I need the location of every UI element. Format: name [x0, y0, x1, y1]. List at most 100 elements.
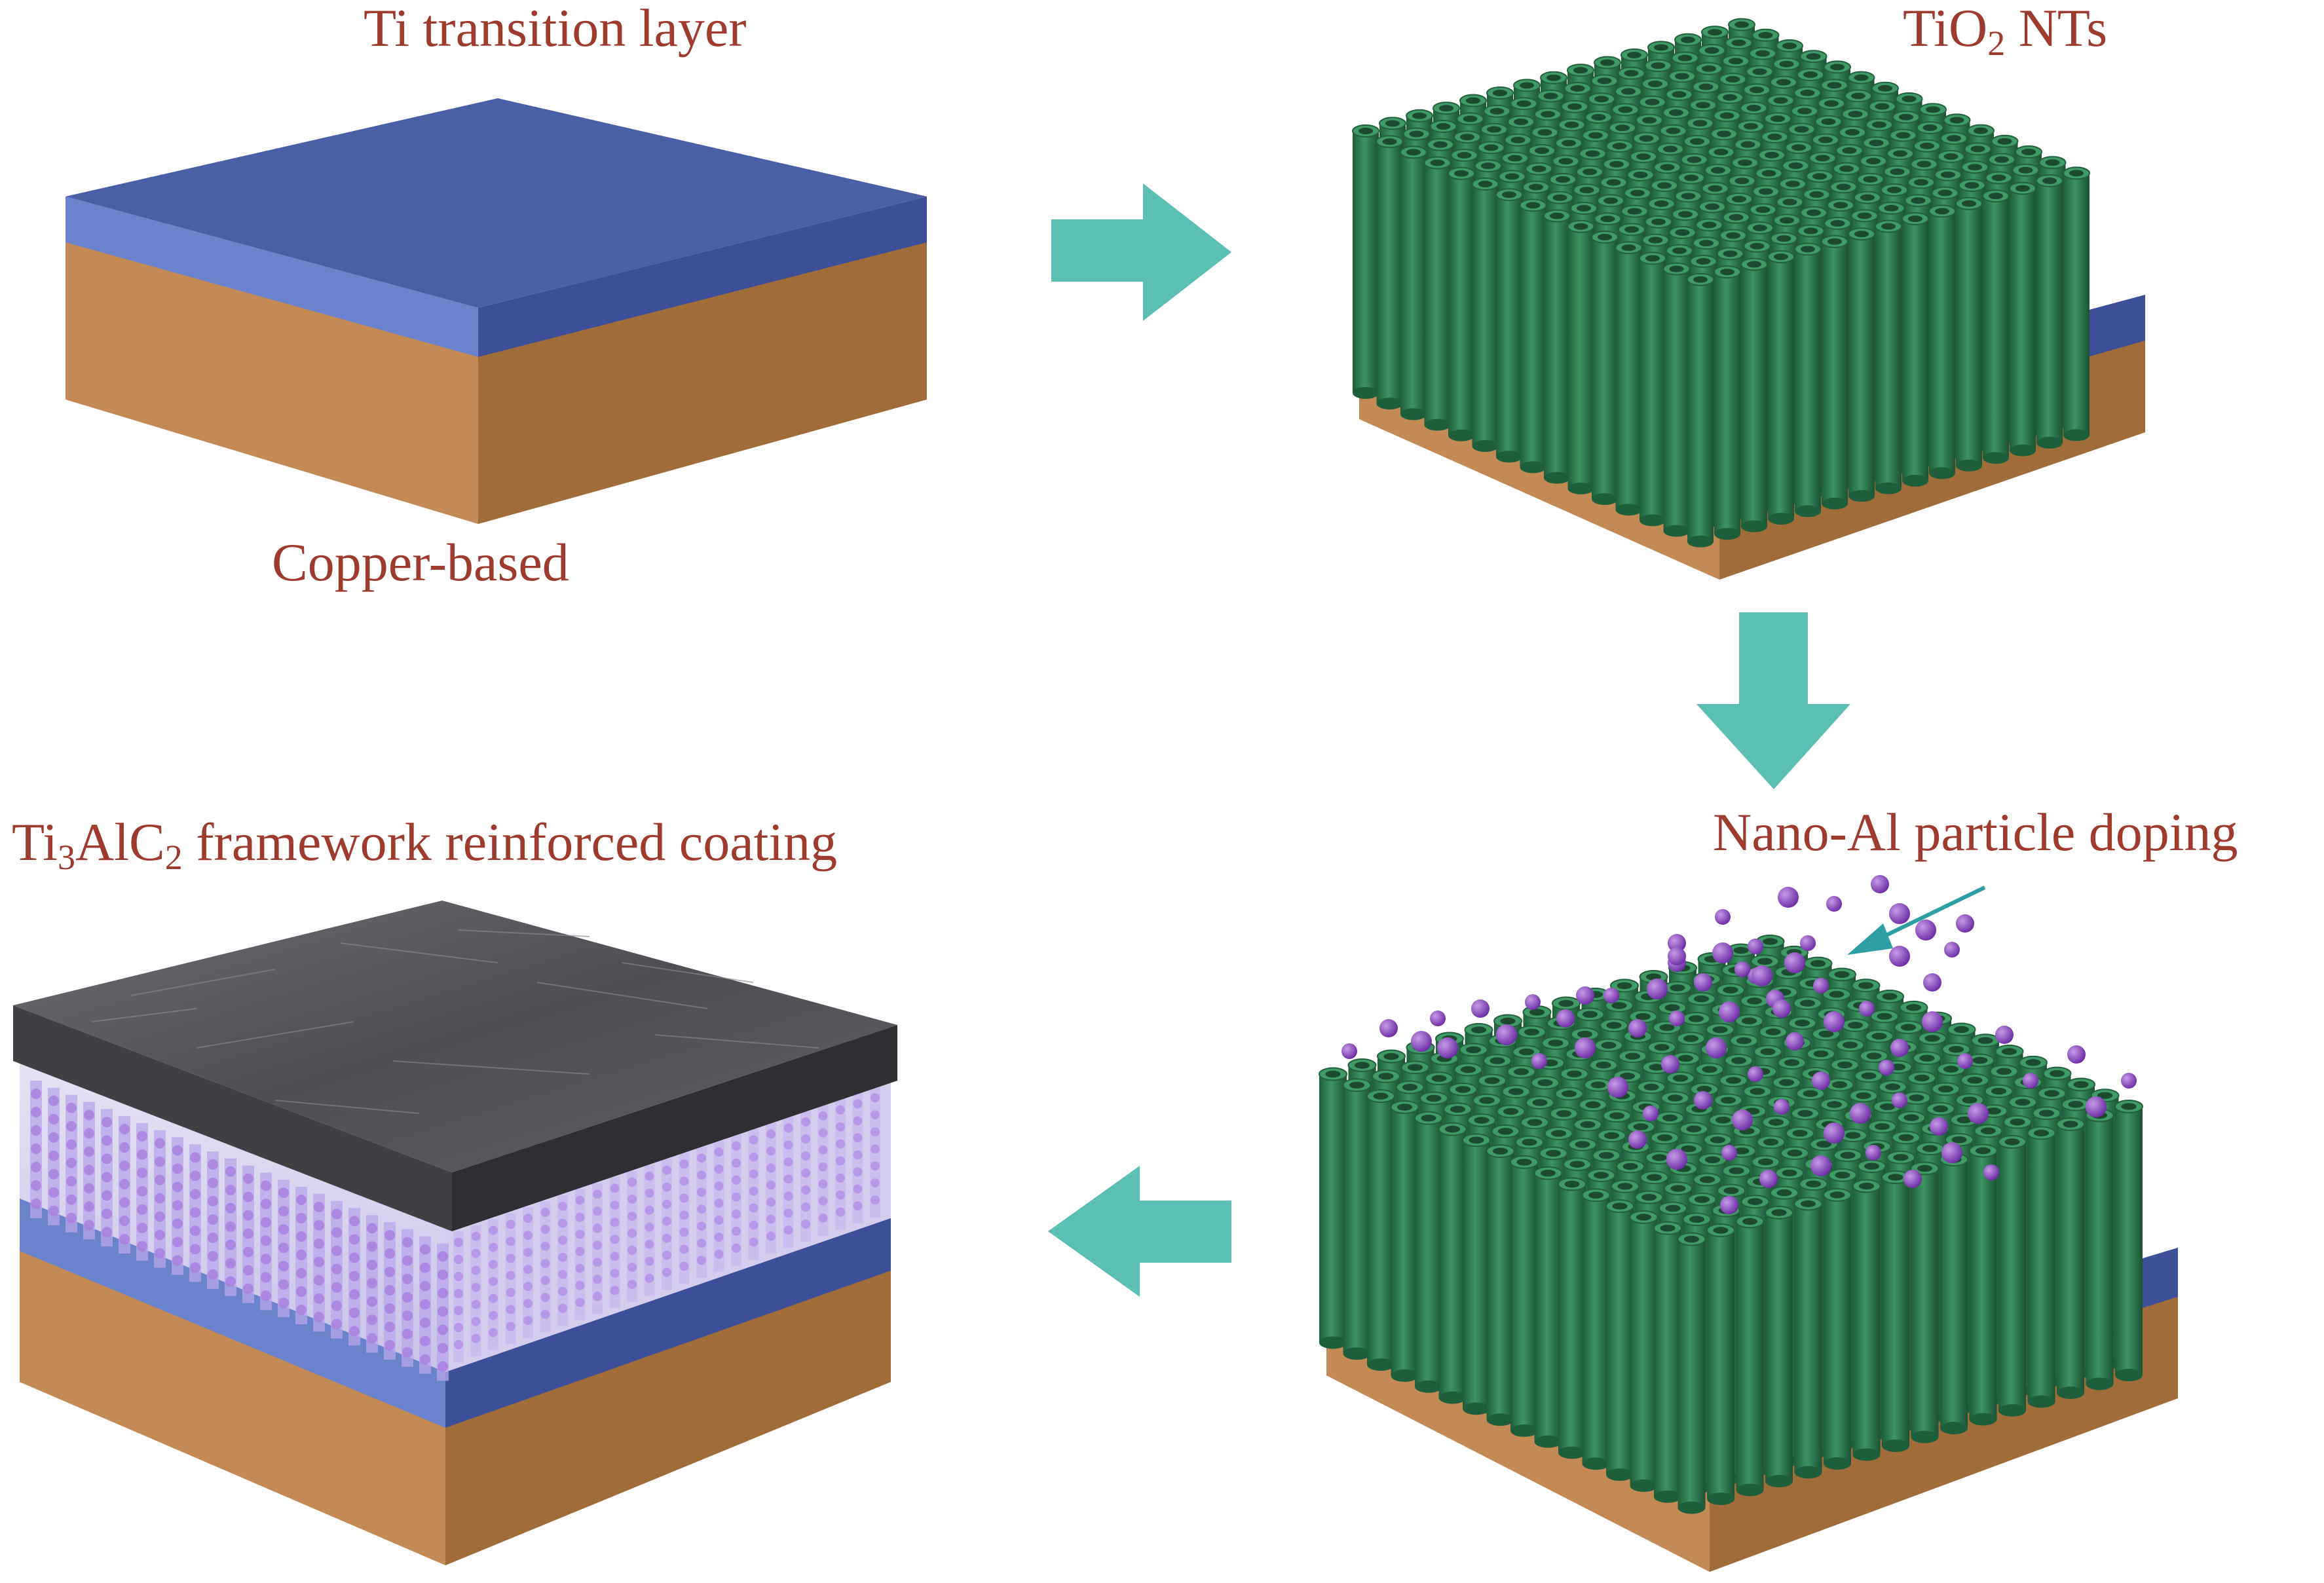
framework-bead	[871, 1195, 880, 1205]
framework-bead	[749, 1220, 759, 1230]
nanotube-base	[1567, 482, 1594, 494]
framework-bead	[697, 1238, 706, 1248]
framework-bead	[714, 1250, 724, 1259]
nanotube-base	[1496, 451, 1522, 463]
framework-bead	[645, 1239, 654, 1249]
label-ti3alc2-coating: Ti3AlC2 framework reinforced coating	[12, 812, 837, 876]
nanotube-opening	[1830, 64, 1845, 71]
al-particle	[1720, 1196, 1738, 1214]
al-particle	[1915, 920, 1936, 940]
nanotube-opening	[1702, 1066, 1717, 1073]
nanotube-opening	[1611, 1002, 1627, 1009]
nanotube-opening	[1829, 991, 1845, 998]
al-particle	[1437, 1037, 1458, 1058]
nanotube	[1534, 1173, 1562, 1442]
nanotube-base	[1902, 475, 1928, 487]
label-ti-text: Ti transition layer	[364, 0, 747, 58]
nanotube	[1852, 1186, 1881, 1455]
framework-bead	[349, 1326, 360, 1337]
nanotube-opening	[1877, 1013, 1892, 1020]
nanotube-base	[1615, 504, 1642, 516]
al-particle	[1732, 1109, 1753, 1130]
framework-bead	[66, 1176, 77, 1187]
framework-bead	[331, 1263, 342, 1275]
framework-bead	[506, 1254, 515, 1263]
nanotube-opening	[1920, 142, 1934, 149]
nanotube-opening	[1642, 117, 1657, 124]
framework-bead	[243, 1173, 253, 1184]
label-copper-based: Copper-based	[272, 536, 569, 589]
nanotube-opening	[1989, 193, 2003, 200]
nanotube-opening	[1799, 999, 1816, 1007]
nanotube-opening	[1729, 1167, 1744, 1174]
framework-bead	[679, 1176, 689, 1186]
nanotube-opening	[1810, 959, 1826, 967]
framework-bead	[261, 1199, 271, 1210]
framework-bead	[575, 1246, 585, 1256]
nanotube-opening	[1834, 971, 1850, 978]
framework-bead	[471, 1316, 481, 1326]
nanotube-opening	[1645, 98, 1660, 105]
nanotube-opening	[1349, 1081, 1365, 1089]
framework-bead	[818, 1162, 828, 1172]
nanotube-base	[1911, 1430, 1939, 1443]
nanotube-opening	[1450, 1106, 1466, 1113]
nanotube-opening	[1866, 158, 1881, 164]
nanotube-opening	[1579, 187, 1594, 194]
nanotube-opening	[1734, 177, 1750, 185]
al-particle	[1865, 1145, 1881, 1161]
nanotube-opening	[1454, 170, 1469, 177]
nanotube-opening	[2021, 149, 2036, 155]
framework-bead	[749, 1186, 759, 1196]
framework-bead	[801, 1185, 810, 1195]
nanotube-opening	[1803, 1090, 1818, 1097]
nanotube-opening	[1660, 164, 1675, 171]
nanotube-opening	[1492, 1147, 1509, 1155]
framework-bead	[714, 1233, 724, 1242]
nanotube-opening	[1949, 117, 1964, 124]
nanotube-opening	[1827, 82, 1842, 89]
label-ti-transition-layer: Ti transition layer	[364, 1, 747, 55]
nanotube-opening	[1421, 1115, 1436, 1122]
nanotube-opening	[1747, 1198, 1763, 1205]
framework-bead	[471, 1231, 481, 1241]
nanotube-opening	[1633, 1123, 1649, 1130]
nanotube-opening	[1746, 105, 1761, 111]
nanotube-opening	[1874, 1123, 1890, 1130]
framework-bead	[662, 1182, 671, 1192]
nanotube-opening	[2069, 170, 2084, 177]
nanotube-opening	[1681, 36, 1695, 43]
nanotube-opening	[1794, 126, 1809, 133]
label-ti3-b: AlC	[75, 812, 165, 872]
nanotube-opening	[1884, 1083, 1901, 1090]
nanotube-opening	[1911, 197, 1926, 204]
nanotube-opening	[1546, 74, 1561, 81]
al-particle	[1752, 965, 1772, 986]
framework-bead	[610, 1218, 620, 1227]
framework-bead	[137, 1240, 147, 1252]
nanotube-opening	[1681, 1145, 1696, 1153]
nanotube-base	[1795, 505, 1821, 517]
nanotube-opening	[1659, 1024, 1675, 1032]
nanotube-opening	[1672, 91, 1687, 98]
nanotube-opening	[2015, 1098, 2031, 1106]
label-nano-al-doping: Nano-Al particle doping	[1713, 806, 2238, 859]
flow-arrow-right	[1051, 183, 1231, 321]
nanotube-opening	[1938, 1085, 1954, 1092]
nanotube-opening	[1698, 83, 1714, 90]
nanotube-base	[1534, 1435, 1562, 1448]
framework-bead	[749, 1135, 759, 1145]
nanotube-opening	[1902, 96, 1917, 102]
nanotube-opening	[1487, 126, 1501, 133]
nanotube-opening	[1657, 182, 1672, 189]
nanotube-opening	[1791, 144, 1806, 151]
framework-bead	[84, 1146, 94, 1157]
al-particle	[1661, 1055, 1679, 1073]
nanotube-opening	[1882, 993, 1898, 1000]
nanotube-opening	[1567, 103, 1582, 110]
nanotube-base	[1875, 482, 1902, 494]
nanotube-opening	[1713, 1227, 1729, 1234]
al-particle	[1694, 1091, 1712, 1109]
nanotube-opening	[1651, 62, 1666, 69]
nanotube	[1929, 211, 1955, 474]
